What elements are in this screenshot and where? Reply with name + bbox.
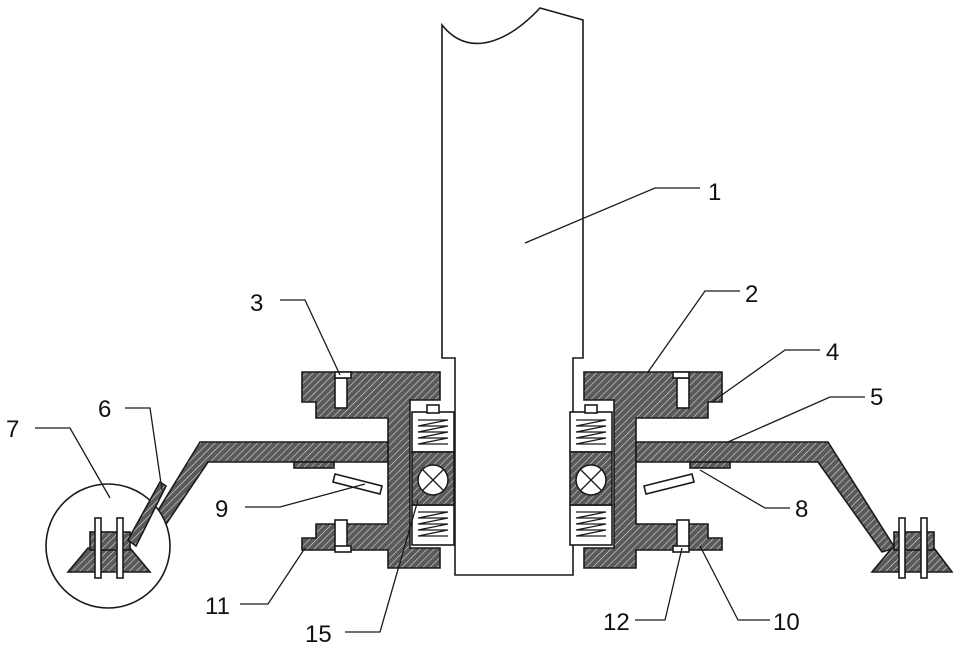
callout-2: 2 (745, 281, 758, 308)
callout-3: 3 (250, 290, 263, 317)
left-foot-detail (46, 482, 170, 608)
callout-15: 15 (305, 621, 332, 648)
callout-11: 11 (205, 593, 230, 620)
callout-7: 7 (6, 416, 19, 443)
callout-4: 4 (826, 339, 839, 366)
right-support-assembly (570, 372, 895, 568)
callout-8: 8 (795, 496, 808, 523)
callout-12: 12 (603, 609, 630, 636)
callout-1: 1 (708, 179, 721, 206)
callout-10: 10 (773, 609, 800, 636)
shaft (442, 8, 583, 575)
callout-6: 6 (98, 396, 111, 423)
callout-5: 5 (870, 384, 883, 411)
callout-9: 9 (215, 496, 228, 523)
